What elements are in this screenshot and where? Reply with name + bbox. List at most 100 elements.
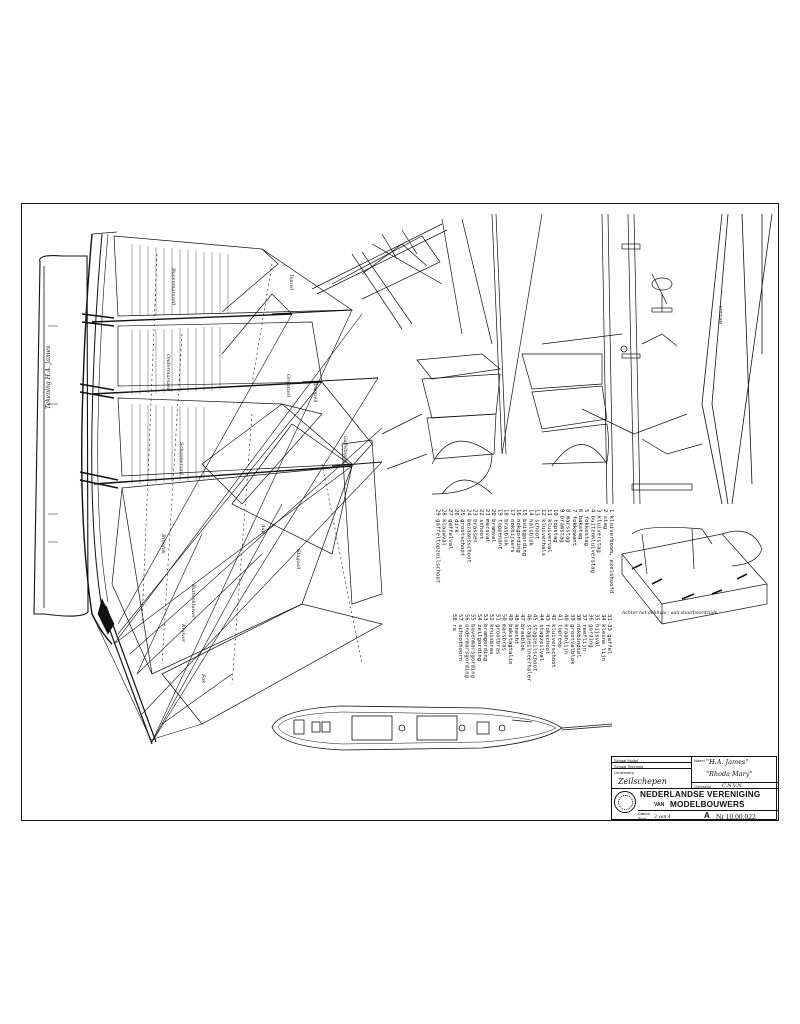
legend-51: 51 grootbras — [494, 614, 500, 654]
tb-label-drawing: Schaal Tekening — [614, 764, 644, 769]
legend-54: 54 zeilgording — [476, 614, 482, 661]
legend-42: 42 kluiverschoot — [550, 614, 556, 668]
tb-drawn-by: C.N.V.N. — [722, 783, 743, 789]
label-bramzeil: Bramzeil — [312, 381, 318, 403]
label-ondermarszeil: Ondermarszeil — [165, 354, 171, 392]
legend-27: 27 gaffelval — [447, 509, 453, 549]
legend-56: 56 ondermarsgording — [463, 614, 469, 678]
tb-divider — [638, 810, 778, 811]
hull-outline — [33, 231, 118, 645]
label-bezaan: Bezaan — [718, 306, 724, 325]
legend-16: 16 nokgording — [515, 509, 521, 553]
legend-14: 14 halsblok — [527, 509, 533, 547]
legend-2: 2 stag — [602, 509, 608, 529]
legend-36: 36 gording — [587, 614, 593, 648]
tb-label-sheet: Blad — [638, 816, 647, 821]
chainplates — [79, 313, 119, 489]
label-bovenmarszeil: Bovenmarszeil — [170, 267, 176, 306]
org-name-line-2: MODELBOUWERS — [670, 800, 745, 809]
running-rigging — [141, 253, 363, 685]
tb-model-scale: Schaal Model — [612, 757, 692, 763]
bowsprit — [101, 605, 157, 745]
detail-gaff-jaws — [311, 223, 448, 330]
legend-6: 6 bakstag — [577, 509, 583, 539]
legend-31: 31-33 gaffel — [606, 614, 612, 654]
legend-18: 18 brasblok — [503, 509, 509, 547]
tb-name: Naam "H.A. James" "Rhoda Mary" — [692, 757, 778, 783]
legend-21: 21 marsval — [484, 509, 490, 543]
legend-41: 41 topreep — [556, 614, 562, 648]
label-stagzeil: Stagzeil — [295, 549, 301, 570]
label-breefok: Breefok — [160, 533, 166, 554]
ratlines — [131, 244, 229, 484]
tb-label-date: Datum — [638, 811, 650, 816]
tb-label-name: Naam — [694, 758, 705, 763]
sails — [111, 235, 383, 725]
masts — [91, 313, 353, 485]
title-block: Schaal Model Schaal Tekening Onderwerp Z… — [611, 756, 778, 821]
label-aap: Aap — [260, 523, 266, 535]
label-fok: Fok — [200, 673, 206, 683]
legend-45: 45 stagzeilschoot — [532, 614, 538, 671]
legend-13: 13 schoot — [534, 509, 540, 539]
legend-50: 50 marsbras — [501, 614, 507, 651]
legend-5: 5 fokkestag — [583, 509, 589, 546]
tb-drawing-scale: Schaal Tekening — [612, 763, 692, 769]
drawing-title: Tekening H.A. James — [45, 346, 52, 409]
drawing-sheet: Tekening H.A. James Bovenmarszeil Onderm… — [21, 203, 779, 821]
tb-sheet-value: 3 van 4 — [654, 815, 671, 820]
tb-label-model: Schaal Model — [614, 758, 639, 763]
label-schoonerzeil: Schoonerzeil — [178, 442, 184, 475]
legend-37: 37 reeflijn — [581, 614, 587, 651]
legend-1: 1 kluiverboom, ezelshoofd — [608, 509, 614, 593]
legend-46: 46 stagzeilneerhaler — [525, 614, 531, 682]
legend-22: 22 schoot — [478, 509, 484, 539]
legend-58: 58 ra — [451, 614, 457, 631]
legend-3: 3 kluiverstag — [596, 509, 602, 553]
legend-55: 55 bovenmarsgording — [470, 614, 476, 678]
legend-20: 20 bramval — [490, 509, 496, 543]
deck-plan — [271, 705, 613, 751]
detail-mizzen — [701, 213, 773, 505]
legend-40: 40 kraanlijn — [563, 614, 569, 654]
legend-23: 23 brassen — [472, 509, 478, 543]
legend-39: 39 grootvalblok — [569, 614, 575, 665]
org-name-prefix: VAN — [654, 802, 665, 808]
legend-29: 29 gaffeltopzeilschoot — [434, 509, 440, 583]
legend-35: 35 hijsval — [594, 614, 600, 648]
legend-9: 9 bramstag — [558, 509, 564, 543]
association-seal-icon — [614, 791, 636, 813]
legend-34: 34 kleine lijn — [600, 614, 606, 661]
legend-47: 47 brasblok — [519, 614, 525, 652]
tb-label-subject: Onderwerp — [614, 770, 634, 775]
tb-name-1: "H.A. James" — [706, 758, 749, 766]
legend-49: 49 bakstagtalie — [507, 614, 513, 665]
tb-drawn: Getekend C.N.V.N. — [692, 783, 778, 789]
detail-deckhouse — [621, 526, 768, 625]
tb-label-drawn: Getekend — [694, 784, 712, 789]
tb-subject: Onderwerp Zeilschepen — [612, 769, 692, 789]
detail-yards — [381, 213, 543, 495]
label-topzeil: Topzeil — [288, 274, 294, 291]
legend-8: 8 marsstag — [565, 509, 571, 543]
figurehead — [97, 598, 115, 635]
legend-48: 48 knecht — [513, 614, 519, 644]
label-gaffeltopzeil: Gaffeltopzeil — [342, 436, 348, 465]
legend-12: 12 kluiverhals — [540, 509, 546, 556]
legend-7: 7 fokkewant — [571, 509, 577, 546]
label-grootzeil: Grootzeil — [285, 374, 291, 398]
tb-subject-value: Zeilschepen — [618, 777, 667, 786]
legend-26: 26 dirk — [453, 509, 459, 533]
legend-52: 52 kruisbras — [488, 614, 494, 654]
label-kluiver: Kluiver — [180, 623, 186, 643]
legend-10: 10 topstag — [552, 509, 558, 543]
label-buitenkluiver: Buitenkluiver — [190, 583, 196, 619]
station-marks — [48, 325, 58, 543]
standing-rigging — [91, 309, 383, 743]
tb-drawing-number: Nr 10.00.022 — [716, 812, 756, 821]
legend-24: 24 bezaansschoot — [465, 509, 471, 563]
tb-sheet-size: A — [704, 811, 710, 820]
legend: 1 kluiverboom, ezelshoofd 2 stag 3 kluiv… — [434, 509, 614, 682]
legend-17: 17 nokhijsers — [509, 509, 515, 553]
legend-15: 15 buikgording — [521, 509, 527, 556]
